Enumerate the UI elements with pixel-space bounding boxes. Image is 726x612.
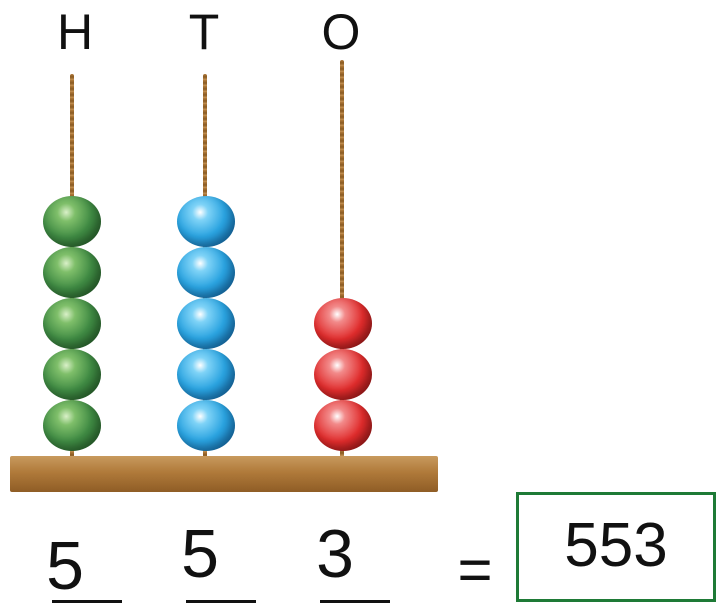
ones-bead: [314, 349, 372, 400]
hundreds-bead: [43, 298, 101, 349]
ones-rod: [340, 60, 344, 459]
answer-value: 553: [564, 511, 668, 580]
hundreds-bead: [43, 349, 101, 400]
tens-bead: [177, 400, 235, 451]
tens-answer-line: [186, 600, 256, 603]
hundreds-digit: 5: [46, 528, 84, 604]
equals-sign: =: [457, 536, 493, 603]
tens-bead: [177, 298, 235, 349]
ones-label: O: [321, 4, 361, 60]
hundreds-bead: [43, 400, 101, 451]
ones-answer-line: [320, 600, 390, 603]
abacus-base: [10, 456, 438, 492]
tens-digit: 5: [181, 516, 219, 592]
tens-label: T: [188, 4, 220, 60]
ones-digit: 3: [316, 516, 354, 592]
answer-box: [516, 492, 716, 602]
tens-bead: [177, 349, 235, 400]
tens-bead: [177, 196, 235, 247]
ones-bead: [314, 298, 372, 349]
hundreds-label: H: [56, 4, 94, 60]
hundreds-answer-line: [52, 600, 122, 603]
hundreds-bead: [43, 247, 101, 298]
tens-bead: [177, 247, 235, 298]
ones-bead: [314, 400, 372, 451]
hundreds-bead: [43, 196, 101, 247]
